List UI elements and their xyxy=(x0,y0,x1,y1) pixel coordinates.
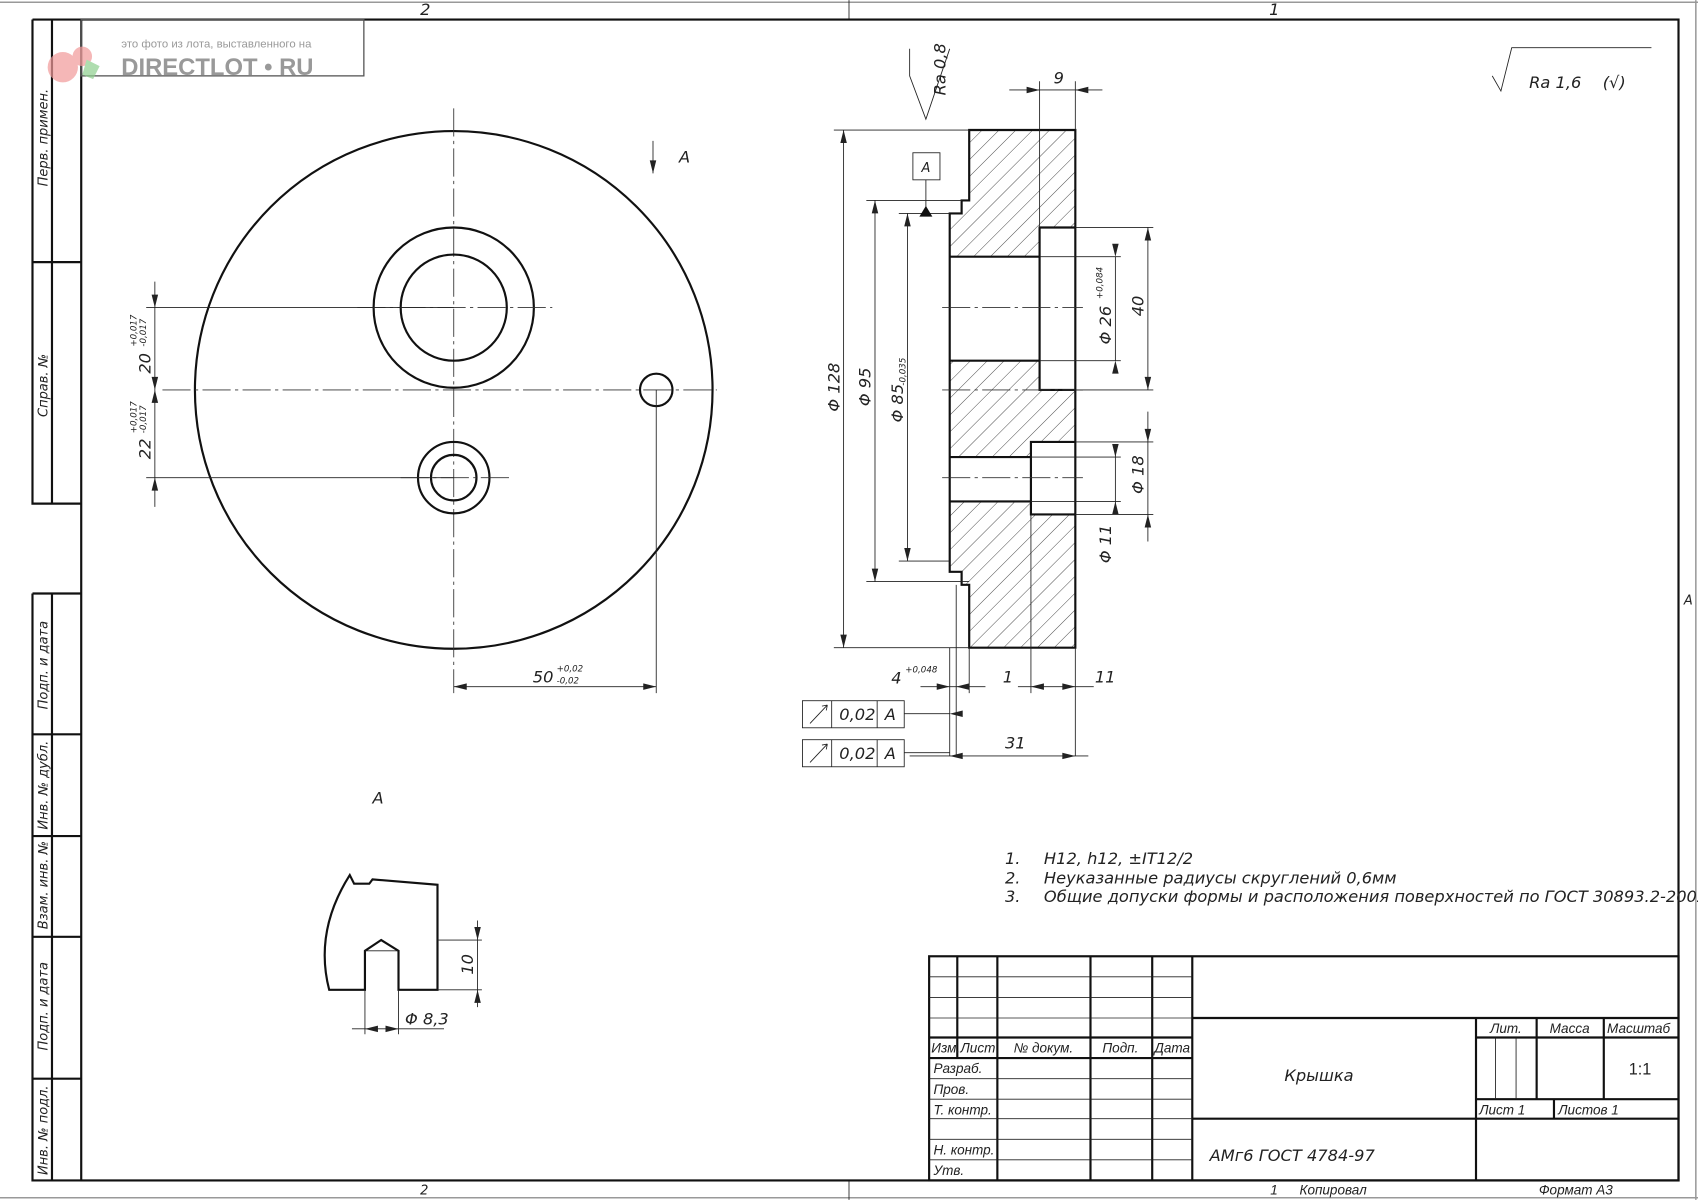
dim-11: 11 xyxy=(1095,667,1116,686)
side-stamp: Справ. № xyxy=(37,354,52,417)
tb-header-date: Дата xyxy=(1152,1041,1190,1056)
svg-text:это фото из лота, выставленног: это фото из лота, выставленного на xyxy=(121,39,312,51)
dim-50-tol: -0,02 xyxy=(557,676,579,686)
squirrel-logo-icon xyxy=(47,46,100,83)
tb-scale-label: Масштаб xyxy=(1607,1021,1671,1036)
dim-d85: Φ 85 xyxy=(888,384,907,423)
tb-header-sign: Подп. xyxy=(1102,1041,1138,1056)
dim-d18: Φ 18 xyxy=(1129,455,1148,494)
title-block xyxy=(928,955,1680,1182)
material: АМг6 ГОСТ 4784-97 xyxy=(1209,1146,1376,1165)
zone-label: 1 xyxy=(1269,0,1279,19)
dim-d128: Φ 128 xyxy=(824,363,843,412)
dim-20-tol: -0,017 xyxy=(139,318,149,346)
side-stamp-columns xyxy=(31,18,82,1182)
zone-label: 2 xyxy=(420,1184,428,1199)
dim-20-tol: +0,017 xyxy=(129,314,139,347)
general-roughness: Ra 1,6 xyxy=(1529,73,1581,92)
part-name: Крышка xyxy=(1284,1066,1353,1085)
tolerance-value: 0,02 xyxy=(839,705,875,724)
side-stamp: Взам. инв. № xyxy=(37,841,52,929)
tb-lit-label: Лит. xyxy=(1489,1021,1522,1036)
tb-header-list: Лист xyxy=(960,1041,996,1056)
side-stamp: Подп. и дата xyxy=(37,962,52,1050)
detail-label: A xyxy=(372,789,384,808)
runout-icon xyxy=(809,743,828,763)
tb-role: Утв. xyxy=(932,1163,964,1178)
dim-d26: Φ 26 xyxy=(1096,306,1115,345)
dim-22: 22 xyxy=(136,439,155,460)
dim-50: 50 xyxy=(533,667,554,686)
dim-4-tol: +0,048 xyxy=(905,666,938,676)
tb-role: Пров. xyxy=(933,1082,969,1097)
detail-view xyxy=(323,872,482,1035)
format-label: Формат А3 xyxy=(1539,1183,1613,1198)
copied-num: 1 xyxy=(1270,1183,1278,1198)
side-stamp: Инв. № подл. xyxy=(37,1085,52,1175)
dim-d83: Φ 8,3 xyxy=(405,1010,449,1029)
dim-d95: Φ 95 xyxy=(856,368,875,407)
tolerance-datum: A xyxy=(884,744,896,763)
dim-22-tol: +0,017 xyxy=(129,401,139,434)
dim-22-tol: -0,017 xyxy=(139,405,149,433)
tb-mass-label: Масса xyxy=(1550,1021,1590,1036)
dim-50-tol: +0,02 xyxy=(557,664,584,674)
dim-1: 1 xyxy=(1003,667,1013,686)
side-stamp: Подп. и дата xyxy=(37,621,52,709)
note-number: 3. xyxy=(1005,887,1021,906)
roughness-icon xyxy=(1491,47,1652,93)
tb-sheet: Лист 1 xyxy=(1478,1102,1525,1117)
side-stamp: Инв. № дубл. xyxy=(37,741,52,830)
runout-icon xyxy=(809,704,828,724)
tb-role: Т. контр. xyxy=(933,1102,991,1117)
front-view xyxy=(146,108,717,694)
dim-20: 20 xyxy=(136,353,155,374)
tolerance-value: 0,02 xyxy=(839,744,875,763)
dim-d85-tol: -0,035 xyxy=(898,357,908,385)
copied-label: Копировал xyxy=(1299,1183,1367,1198)
dim-4: 4 xyxy=(891,668,901,687)
dim-9: 9 xyxy=(1054,68,1064,87)
view-arrow-label: A xyxy=(678,148,690,167)
tb-sheets: Листов 1 xyxy=(1557,1102,1619,1117)
tb-header-izm: Изм. xyxy=(931,1041,960,1056)
tb-role: Н. контр. xyxy=(933,1142,994,1157)
tb-role: Разраб. xyxy=(933,1061,982,1076)
dim-31: 31 xyxy=(1005,733,1026,752)
dim-d11: Φ 11 xyxy=(1096,525,1115,564)
svg-text:DIRECTLOT • RU: DIRECTLOT • RU xyxy=(121,54,313,81)
note-number: 2. xyxy=(1005,869,1021,888)
watermark: это фото из лота, выставленного на DIREC… xyxy=(47,18,365,83)
side-stamp: Перв. примен. xyxy=(37,89,52,186)
dim-d26-tol: +0,084 xyxy=(1095,267,1105,299)
technical-notes: 1. H12, h12, ±IT12/2 2. Неуказанные ради… xyxy=(1005,849,1698,906)
drawing-frame xyxy=(80,18,1680,1182)
dim-40: 40 xyxy=(1129,296,1148,317)
zone-label: A xyxy=(1683,593,1693,608)
note-text: Неуказанные радиусы скруглений 0,6мм xyxy=(1044,869,1397,888)
note-text: H12, h12, ±IT12/2 xyxy=(1044,849,1193,868)
general-roughness-suffix: (√) xyxy=(1603,73,1626,92)
zone-label: 2 xyxy=(420,0,430,19)
note-number: 1. xyxy=(1005,849,1021,868)
note-text: Общие допуски формы и расположения повер… xyxy=(1044,887,1698,906)
section-view xyxy=(802,48,1154,768)
tb-header-doc: № докум. xyxy=(1014,1041,1074,1056)
datum-label: A xyxy=(921,161,931,176)
tolerance-datum: A xyxy=(884,705,896,724)
dim-10: 10 xyxy=(458,954,477,975)
roughness-local: Ra 0,8 xyxy=(930,43,949,95)
tb-scale-value: 1:1 xyxy=(1629,1060,1652,1078)
